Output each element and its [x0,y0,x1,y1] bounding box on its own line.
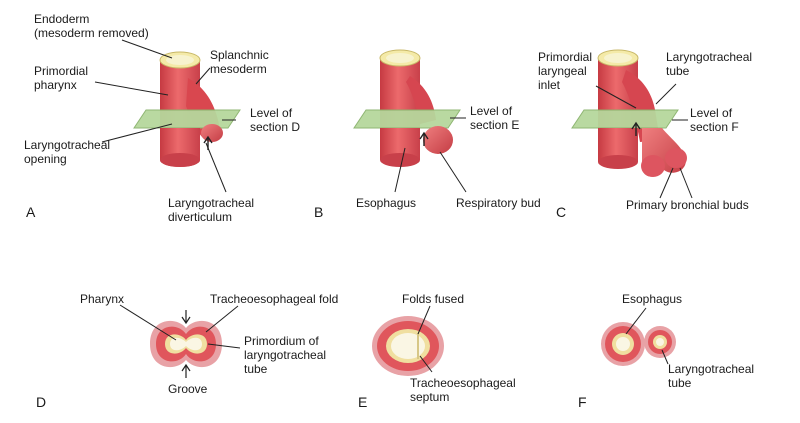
label-primordial-pharynx: Primordial pharynx [34,64,89,92]
laryngotracheal-diverticulum-a [201,124,223,142]
trachea-f-lumen [656,338,664,346]
section-plane-f [571,109,679,129]
tube-bottom-c [598,155,638,169]
label-tracheoesophageal-septum: Tracheoesophageal septum [410,376,516,404]
tube-bottom-a [160,153,200,167]
section-plane-d [133,109,241,129]
label-laryngotracheal-tube-f: Laryngotracheal tube [668,362,755,390]
panel-letter-f: F [578,394,587,410]
panel-e-drawing [372,305,444,376]
section-d-lumen [170,337,202,351]
endoderm-inner-b [386,53,414,63]
tube-bottom-b [380,153,420,167]
bronchial-bud-right [665,148,687,168]
label-folds-fused: Folds fused [402,292,465,306]
respiratory-bud-b [423,126,453,154]
panel-c-drawing [571,49,693,199]
label-primordium-laryngotracheal-tube: Primordium of laryngotracheal tube [244,334,327,376]
bronchial-bud-left [641,155,665,177]
label-laryngotracheal-opening: Laryngotracheal opening [24,138,111,166]
label-respiratory-bud: Respiratory bud [456,196,541,210]
panel-f-drawing [601,307,676,366]
label-endoderm: Endoderm (mesoderm removed) [34,12,149,40]
groove-arrow-bottom [181,363,191,378]
arrow-c [631,121,641,136]
esophagus-f-lumen [616,337,630,351]
label-primordial-laryngeal-inlet: Primordial laryngeal inlet [538,50,593,92]
label-tracheoesophageal-fold: Tracheoesophageal fold [210,292,339,306]
label-level-section-e: Level of section E [470,104,520,132]
panel-b-drawing [353,49,467,193]
panel-letter-d: D [36,394,47,410]
label-primary-bronchial-buds: Primary bronchial buds [626,198,749,212]
label-pharynx: Pharynx [80,292,125,306]
label-esophagus-f: Esophagus [622,292,683,306]
label-esophagus-b: Esophagus [356,196,417,210]
panel-d-drawing [119,304,241,378]
label-level-section-f: Level of section F [690,106,739,134]
panel-letter-c: C [556,204,567,220]
arrow-a [203,135,213,150]
endoderm-inner-c [604,53,632,63]
label-level-section-d: Level of section D [250,106,301,134]
groove-arrow-top [181,310,191,325]
section-plane-e [353,109,461,129]
label-laryngotracheal-tube-c: Laryngotracheal tube [666,50,753,78]
section-e-lumen [391,333,425,359]
label-groove: Groove [168,382,208,396]
endoderm-inner-a [166,55,194,65]
panel-letter-e: E [358,394,368,410]
panel-letter-b: B [314,204,324,220]
arrow-b [419,131,429,146]
panel-a-drawing [94,39,241,193]
label-laryngotracheal-diverticulum: Laryngotracheal diverticulum [168,196,255,224]
label-splanchnic-mesoderm: Splanchnic mesoderm [210,48,269,76]
panel-letter-a: A [26,204,36,220]
